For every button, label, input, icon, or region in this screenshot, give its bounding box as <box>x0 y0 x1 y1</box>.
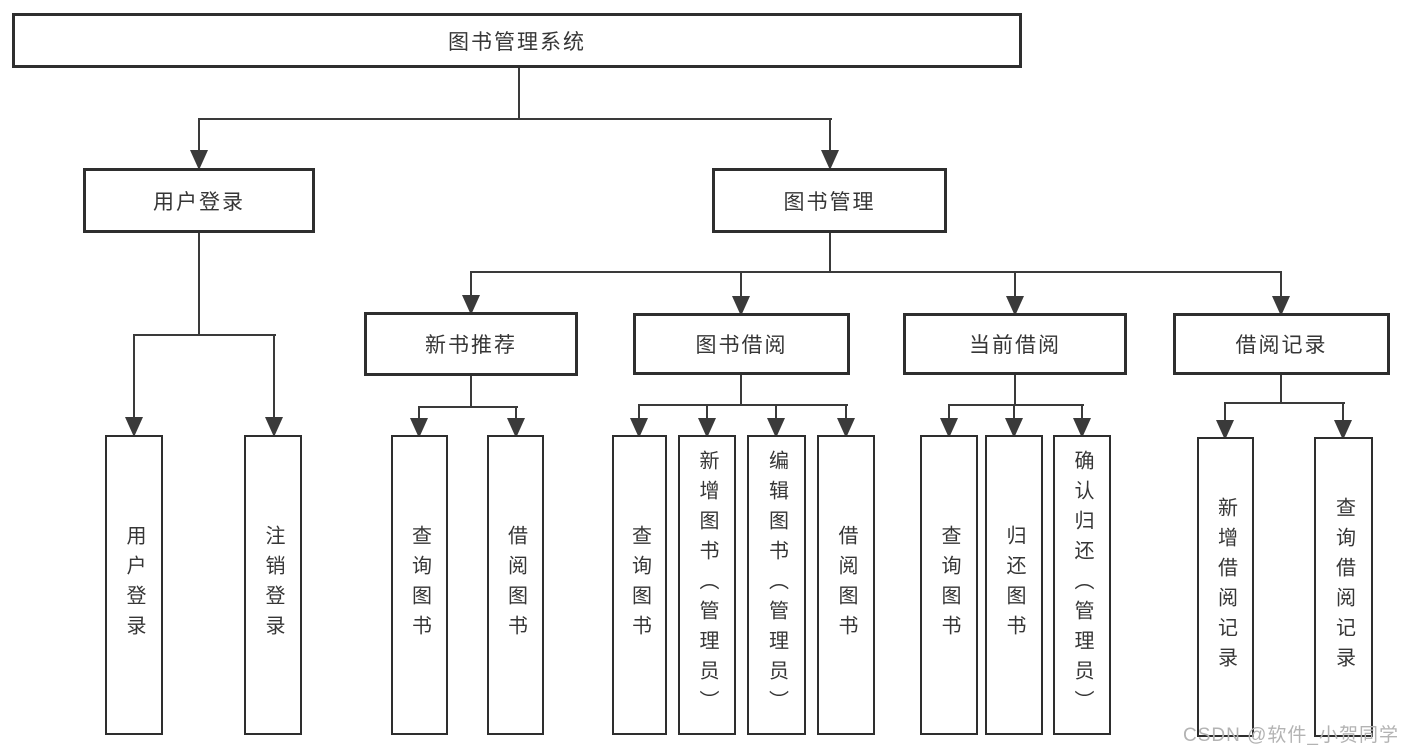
connector-root-trunk <box>518 66 520 120</box>
leaf-add-book-admin-label: 新增图书（管理员） <box>696 450 718 720</box>
leaf-borrow-books-newbook-label: 借阅图书 <box>504 525 527 645</box>
node-root: 图书管理系统 <box>12 13 1022 68</box>
arrow-to-leaf-logout <box>273 335 275 437</box>
connector-new-book-trunk <box>470 376 472 408</box>
node-book-borrow: 图书借阅 <box>633 313 850 375</box>
arrow-to-leaf-borrow-2 <box>845 405 847 438</box>
node-book-mgmt-label: 图书管理 <box>783 190 876 214</box>
connector-book-mgmt-bar <box>470 271 1282 273</box>
connector-current-borrow-bar <box>948 404 1084 406</box>
node-new-book-recommend-label: 新书推荐 <box>425 334 517 357</box>
arrow-to-leaf-borrow-1 <box>515 407 517 438</box>
arrow-to-leaf-user-login <box>133 335 135 437</box>
connector-book-mgmt-trunk <box>829 233 831 273</box>
leaf-confirm-return-admin: 确认归还（管理员） <box>1053 435 1111 735</box>
leaf-logout-label: 注销登录 <box>262 525 284 645</box>
arrow-to-leaf-query-2 <box>638 405 640 438</box>
arrow-to-borrow-record <box>1280 272 1282 316</box>
leaf-query-books-newbook-label: 查询图书 <box>408 525 431 645</box>
leaf-add-borrow-record: 新增借阅记录 <box>1197 437 1254 737</box>
leaf-return-book: 归还图书 <box>985 435 1043 735</box>
arrow-to-leaf-edit-book <box>775 405 777 438</box>
leaf-borrow-books-newbook: 借阅图书 <box>487 435 544 735</box>
connector-new-book-bar <box>418 406 518 408</box>
node-user-login: 用户登录 <box>83 168 315 233</box>
leaf-user-login-label: 用户登录 <box>123 525 145 645</box>
leaf-user-login: 用户登录 <box>105 435 163 735</box>
leaf-return-book-label: 归还图书 <box>1003 525 1025 645</box>
leaf-query-books-current-label: 查询图书 <box>938 525 960 645</box>
connector-user-login-bar <box>133 334 276 336</box>
arrow-to-book-borrow <box>740 272 742 316</box>
node-user-login-label: 用户登录 <box>153 190 245 214</box>
arrow-to-user-login <box>198 119 200 170</box>
connector-borrow-record-bar <box>1224 402 1345 404</box>
arrow-to-new-book <box>470 272 472 315</box>
csdn-watermark: CSDN @软件_小贺同学 <box>1183 725 1399 746</box>
leaf-query-books-borrow-label: 查询图书 <box>628 525 651 645</box>
node-current-borrow: 当前借阅 <box>903 313 1127 375</box>
node-borrow-record: 借阅记录 <box>1173 313 1390 375</box>
node-new-book-recommend: 新书推荐 <box>364 312 578 376</box>
leaf-borrow-books-2: 借阅图书 <box>817 435 875 735</box>
leaf-edit-book-admin: 编辑图书（管理员） <box>747 435 806 735</box>
arrow-to-leaf-add-book <box>706 405 708 438</box>
node-current-borrow-label: 当前借阅 <box>969 334 1061 357</box>
arrow-to-leaf-query-1 <box>418 407 420 438</box>
leaf-query-books-borrow: 查询图书 <box>612 435 667 735</box>
connector-root-bar <box>198 118 832 120</box>
node-borrow-record-label: 借阅记录 <box>1235 334 1328 357</box>
leaf-edit-book-admin-label: 编辑图书（管理员） <box>765 450 788 720</box>
node-book-borrow-label: 图书借阅 <box>695 334 788 357</box>
node-book-mgmt: 图书管理 <box>712 168 947 233</box>
connector-borrow-record-trunk <box>1280 375 1282 404</box>
connector-book-borrow-bar <box>638 404 848 406</box>
leaf-query-borrow-record-label: 查询借阅记录 <box>1332 497 1355 677</box>
leaf-borrow-books-2-label: 借阅图书 <box>835 525 857 645</box>
arrow-to-leaf-add-record <box>1224 403 1226 440</box>
leaf-add-book-admin: 新增图书（管理员） <box>678 435 736 735</box>
leaf-logout: 注销登录 <box>244 435 302 735</box>
leaf-confirm-return-admin-label: 确认归还（管理员） <box>1071 450 1093 720</box>
arrow-to-book-mgmt <box>829 119 831 170</box>
leaf-query-borrow-record: 查询借阅记录 <box>1314 437 1373 737</box>
leaf-query-books-current: 查询图书 <box>920 435 978 735</box>
connector-current-borrow-trunk <box>1014 375 1016 406</box>
leaf-add-borrow-record-label: 新增借阅记录 <box>1214 497 1237 677</box>
connector-book-borrow-trunk <box>740 375 742 406</box>
node-root-label: 图书管理系统 <box>448 30 586 54</box>
arrow-to-leaf-confirm-return <box>1081 405 1083 438</box>
arrow-to-current-borrow <box>1014 272 1016 316</box>
arrow-to-leaf-return <box>1013 405 1015 438</box>
arrow-to-leaf-query-3 <box>948 405 950 438</box>
arrow-to-leaf-query-record <box>1342 403 1344 440</box>
connector-user-login-trunk <box>198 233 200 336</box>
leaf-query-books-newbook: 查询图书 <box>391 435 448 735</box>
